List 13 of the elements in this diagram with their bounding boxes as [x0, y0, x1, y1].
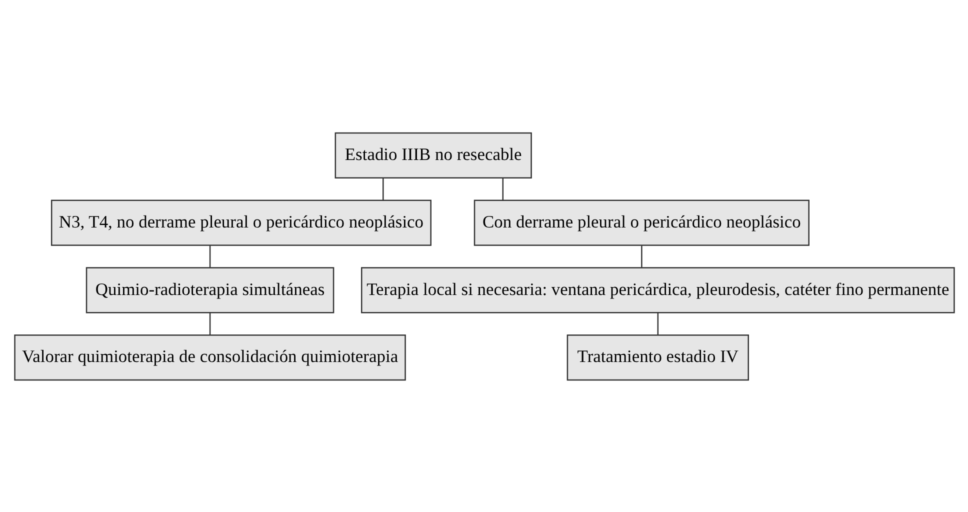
connector	[208, 245, 210, 267]
connector	[208, 312, 210, 334]
node-box: N3, T4, no derrame pleural o pericárdico neoplásico	[50, 199, 431, 246]
node-box: Tratamiento estadio IV	[566, 334, 748, 380]
connector	[502, 178, 504, 200]
connector	[640, 245, 642, 267]
node-box: Quimio-radioterapia simultáneas	[85, 266, 334, 313]
node-box: Valorar quimioterapia de consolidación quimioterapia	[14, 334, 406, 380]
node-box: Estadio IIIB no resecable	[334, 132, 532, 178]
connector	[656, 312, 658, 334]
connector	[382, 178, 384, 200]
node-box: Terapia local si necesaria: ventana pericárdica, pleurodesis, catéter fino permanente	[360, 266, 954, 313]
node-box: Con derrame pleural o pericárdico neoplásico	[473, 199, 809, 246]
